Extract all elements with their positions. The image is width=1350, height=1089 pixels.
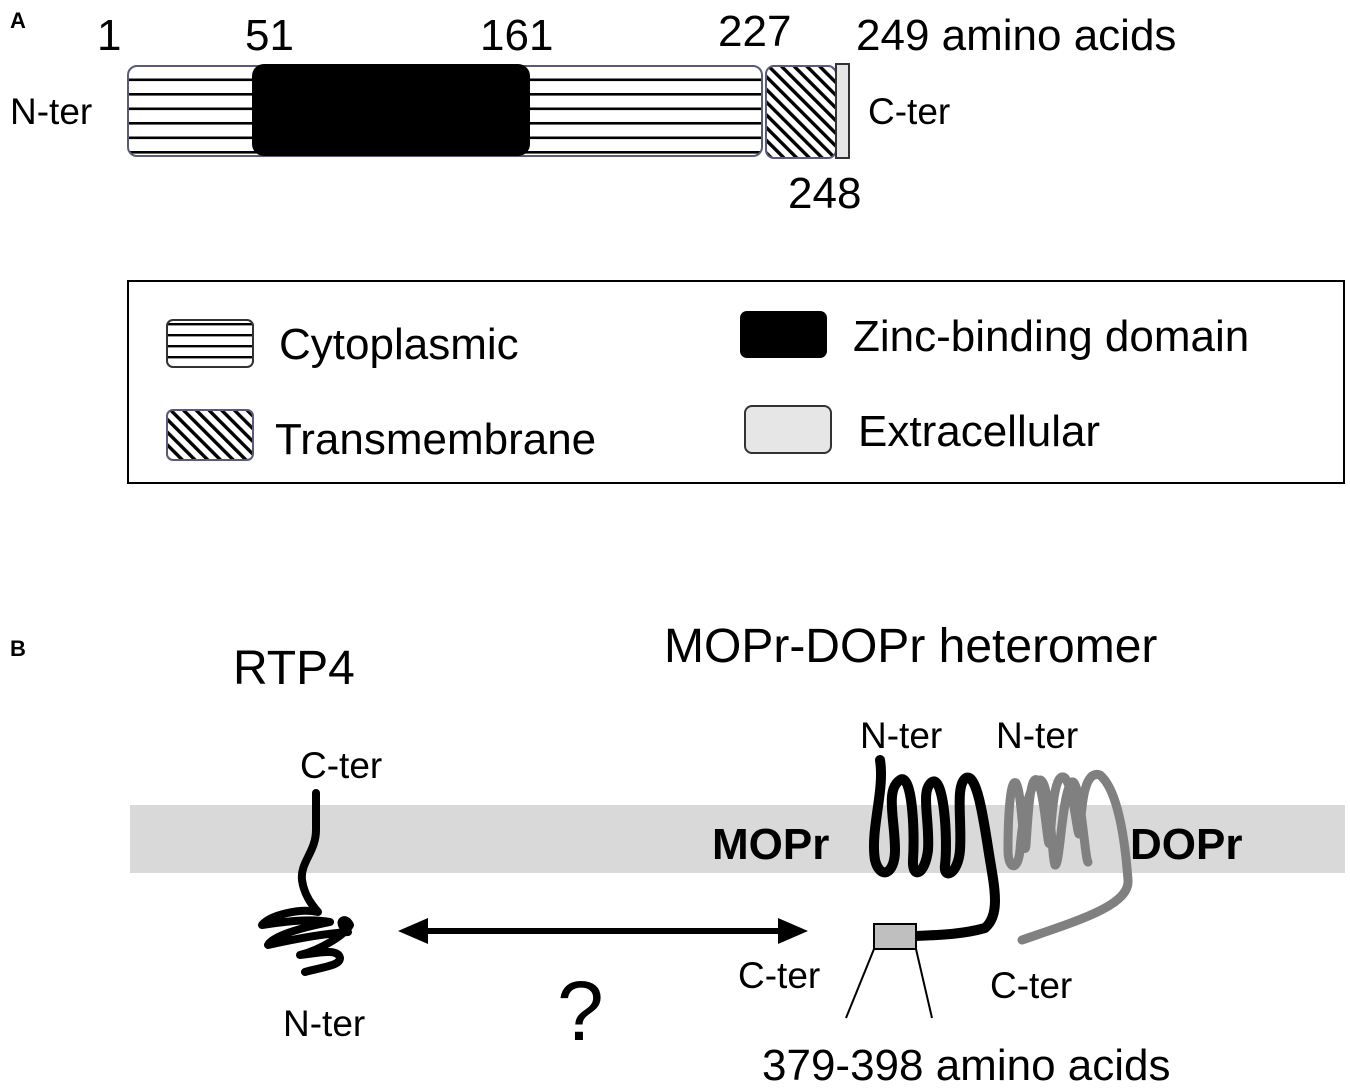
total-length-label: 249 amino acids <box>856 11 1176 60</box>
heteromer-title: MOPr-DOPr heteromer <box>664 620 1157 673</box>
dopr-c-ter-label: C-ter <box>990 965 1072 1006</box>
rtp4-c-ter-label: C-ter <box>300 745 382 786</box>
position-248-label: 248 <box>788 169 861 218</box>
position-51-label: 51 <box>245 11 294 60</box>
legend-cytoplasmic-label: Cytoplasmic <box>279 320 519 369</box>
zinc-binding-domain-bar <box>252 64 530 156</box>
transmembrane-region-bar <box>765 65 837 159</box>
legend-transmembrane-label: Transmembrane <box>275 415 596 464</box>
legend-extracellular-swatch <box>744 405 832 454</box>
legend-zinc-binding-label: Zinc-binding domain <box>853 312 1249 361</box>
rtp4-title: RTP4 <box>233 642 355 695</box>
position-161-label: 161 <box>480 11 553 60</box>
mopr-receptor-strand <box>869 755 1000 941</box>
c-terminus-label: C-ter <box>868 91 950 132</box>
rtp4-protein-strand <box>258 789 354 976</box>
interaction-arrow <box>398 918 808 944</box>
legend-extracellular-label: Extracellular <box>858 407 1100 456</box>
question-mark: ? <box>557 964 604 1058</box>
legend-cytoplasmic-swatch <box>166 319 254 368</box>
dopr-receptor-strand <box>1003 770 1133 945</box>
mopr-c-ter-label: C-ter <box>738 955 820 996</box>
c-terminal-region-box <box>873 923 917 950</box>
panel-b-label: B <box>10 636 26 661</box>
region-amino-acids-label: 379-398 amino acids <box>762 1041 1170 1089</box>
n-terminus-label: N-ter <box>10 91 92 132</box>
cell-membrane-band <box>130 805 1345 873</box>
position-1-label: 1 <box>97 11 121 60</box>
legend-box <box>127 280 1345 484</box>
rtp4-n-ter-label: N-ter <box>283 1003 365 1044</box>
mopr-label: MOPr <box>712 820 829 869</box>
legend-zinc-binding-swatch <box>740 311 827 358</box>
extracellular-region-bar <box>835 63 850 159</box>
position-227-label: 227 <box>718 7 791 56</box>
legend-transmembrane-swatch <box>166 409 254 461</box>
panel-a-label: A <box>10 8 26 33</box>
dopr-label: DOPr <box>1130 820 1242 869</box>
dopr-n-ter-label: N-ter <box>996 715 1078 756</box>
mopr-n-ter-label: N-ter <box>860 715 942 756</box>
region-callout-line-right <box>915 948 933 1019</box>
region-callout-line-left <box>845 948 875 1019</box>
